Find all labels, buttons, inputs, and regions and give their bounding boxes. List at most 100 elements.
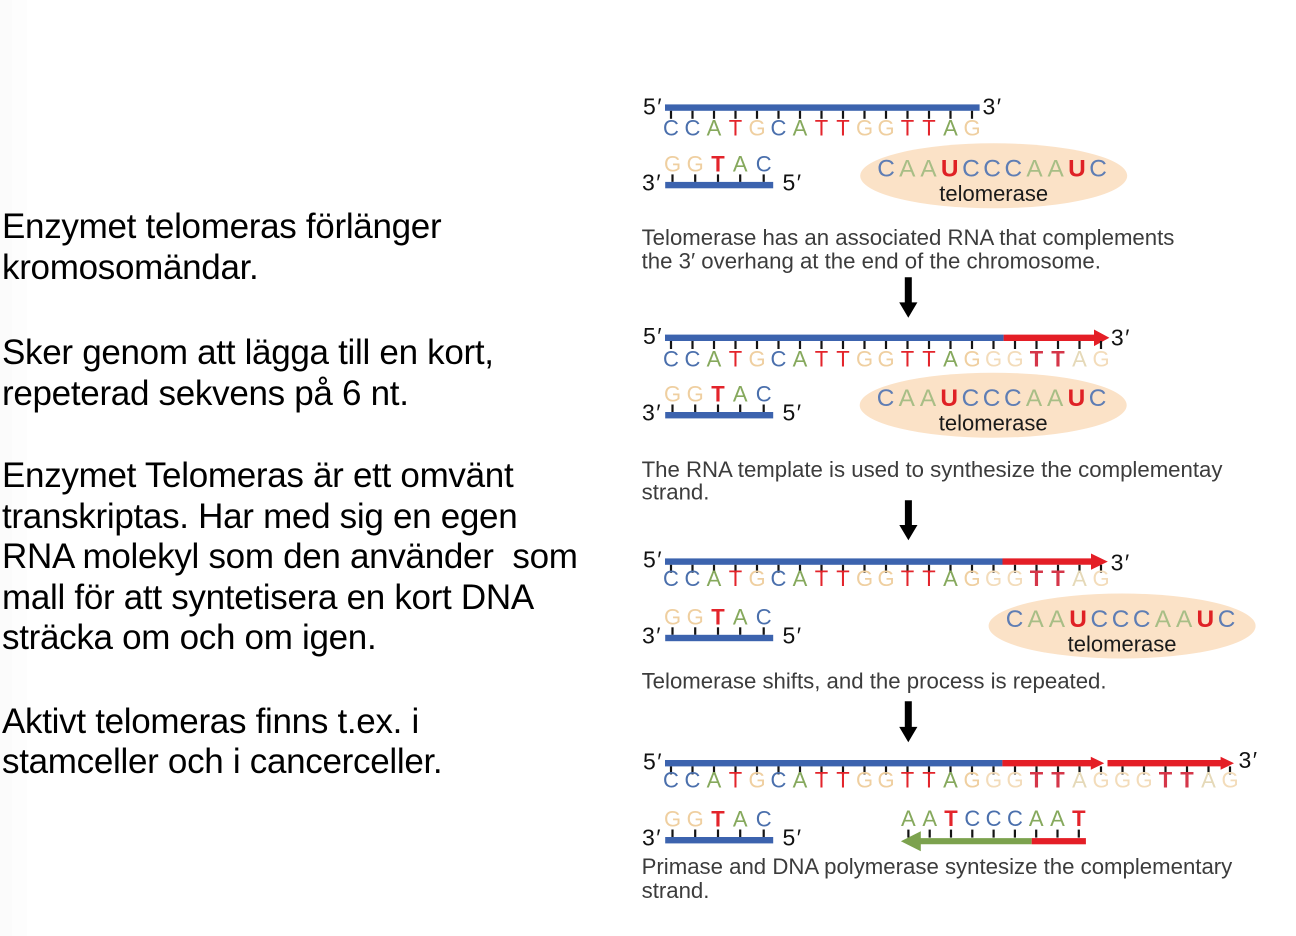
svg-text:T: T: [815, 566, 828, 591]
svg-text:A: A: [1026, 385, 1043, 412]
svg-text:G: G: [748, 768, 765, 793]
svg-text:T: T: [922, 116, 935, 141]
svg-text:G: G: [1092, 346, 1109, 371]
svg-text:A: A: [793, 566, 808, 591]
svg-text:3′: 3′: [1111, 325, 1131, 351]
svg-text:U: U: [1196, 606, 1214, 633]
svg-text:5′: 5′: [783, 400, 803, 426]
svg-text:T: T: [729, 768, 742, 793]
svg-text:C: C: [685, 346, 701, 371]
svg-text:C: C: [663, 116, 679, 141]
svg-text:C: C: [1007, 806, 1023, 831]
svg-text:T: T: [729, 566, 742, 591]
svg-text:C: C: [983, 156, 1001, 183]
svg-text:A: A: [707, 346, 722, 371]
svg-text:T: T: [711, 604, 725, 629]
svg-text:C: C: [771, 566, 787, 591]
svg-text:T: T: [901, 116, 914, 141]
svg-text:A: A: [1155, 606, 1172, 633]
svg-text:A: A: [901, 806, 916, 831]
svg-text:5′: 5′: [643, 94, 663, 120]
svg-text:T: T: [1159, 768, 1173, 793]
svg-text:G: G: [963, 116, 980, 141]
svg-text:A: A: [1047, 385, 1064, 412]
svg-text:A: A: [1028, 606, 1045, 633]
svg-text:A: A: [1048, 156, 1065, 183]
svg-text:T: T: [836, 566, 849, 591]
svg-text:T: T: [1072, 806, 1086, 831]
svg-text:A: A: [733, 151, 748, 176]
svg-text:G: G: [1114, 768, 1131, 793]
svg-text:A: A: [920, 156, 937, 183]
svg-text:5′: 5′: [643, 323, 663, 349]
svg-text:T: T: [1030, 566, 1044, 591]
svg-text:A: A: [1176, 606, 1193, 633]
svg-text:Primase and DNA polymerase syn: Primase and DNA polymerase syntesize the…: [642, 854, 1234, 879]
svg-text:telomerase: telomerase: [1068, 631, 1177, 656]
svg-text:T: T: [711, 807, 725, 832]
svg-text:telomerase: telomerase: [939, 411, 1048, 436]
svg-text:C: C: [771, 768, 787, 793]
svg-text:A: A: [943, 768, 958, 793]
svg-text:G: G: [664, 151, 681, 176]
svg-text:C: C: [685, 566, 701, 591]
svg-text:A: A: [793, 346, 808, 371]
svg-text:T: T: [901, 346, 914, 371]
svg-text:G: G: [664, 604, 681, 629]
svg-text:T: T: [1030, 768, 1044, 793]
svg-text:C: C: [663, 768, 679, 793]
svg-text:G: G: [985, 768, 1002, 793]
svg-text:C: C: [756, 382, 772, 407]
svg-text:3′: 3′: [983, 94, 1003, 120]
svg-text:U: U: [1068, 156, 1086, 183]
svg-text:G: G: [985, 566, 1002, 591]
svg-text:C: C: [877, 385, 895, 412]
svg-text:T: T: [1051, 566, 1065, 591]
svg-text:T: T: [729, 346, 742, 371]
svg-text:C: C: [964, 806, 980, 831]
svg-text:strand.: strand.: [642, 878, 710, 903]
svg-text:T: T: [1051, 768, 1065, 793]
svg-text:C: C: [962, 156, 980, 183]
svg-text:C: C: [1089, 156, 1107, 183]
svg-text:T: T: [944, 806, 958, 831]
svg-text:U: U: [941, 156, 959, 183]
svg-text:C: C: [962, 385, 980, 412]
svg-text:C: C: [877, 156, 895, 183]
svg-text:G: G: [687, 807, 704, 832]
svg-text:A: A: [1072, 768, 1087, 793]
svg-text:3′: 3′: [642, 400, 662, 426]
svg-text:T: T: [815, 116, 828, 141]
svg-text:G: G: [748, 346, 765, 371]
svg-text:A: A: [733, 604, 748, 629]
svg-text:C: C: [1089, 385, 1107, 412]
svg-text:C: C: [771, 346, 787, 371]
svg-text:U: U: [1068, 385, 1086, 412]
svg-text:G: G: [963, 566, 980, 591]
svg-text:T: T: [901, 768, 914, 793]
svg-text:G: G: [877, 116, 894, 141]
svg-text:A: A: [899, 156, 916, 183]
svg-text:T: T: [815, 768, 828, 793]
svg-text:G: G: [856, 346, 873, 371]
svg-text:A: A: [943, 346, 958, 371]
svg-text:U: U: [1069, 606, 1087, 633]
svg-text:G: G: [877, 346, 894, 371]
svg-text:G: G: [687, 604, 704, 629]
svg-text:5′: 5′: [643, 748, 663, 774]
svg-text:G: G: [687, 382, 704, 407]
svg-text:T: T: [1051, 346, 1065, 371]
svg-text:telomerase: telomerase: [939, 181, 1048, 206]
svg-text:T: T: [901, 566, 914, 591]
svg-text:A: A: [1029, 806, 1044, 831]
svg-text:G: G: [985, 346, 1002, 371]
svg-text:strand.: strand.: [642, 479, 710, 504]
svg-text:Telomerase has an associated R: Telomerase has an associated RNA that co…: [642, 225, 1175, 250]
svg-text:G: G: [856, 566, 873, 591]
svg-text:G: G: [664, 382, 681, 407]
svg-text:C: C: [756, 151, 772, 176]
svg-text:G: G: [687, 151, 704, 176]
svg-text:C: C: [663, 346, 679, 371]
svg-text:C: C: [983, 385, 1001, 412]
svg-text:G: G: [1135, 768, 1152, 793]
